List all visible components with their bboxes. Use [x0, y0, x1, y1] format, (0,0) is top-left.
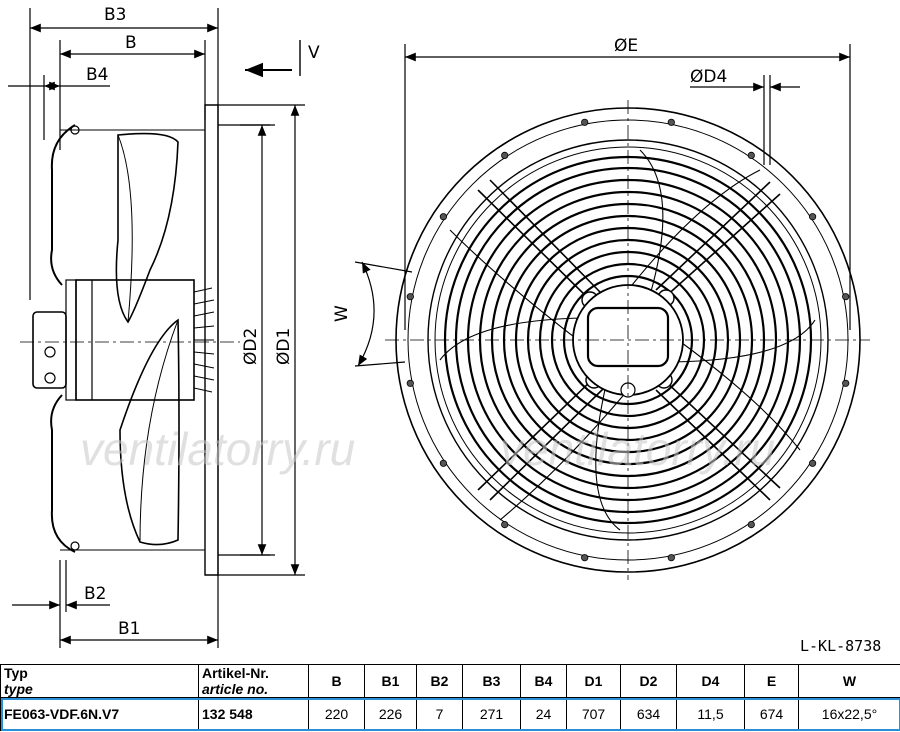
dim-d1-label: ØD1 — [274, 328, 294, 365]
cell-w: 16x22,5° — [798, 697, 900, 731]
cell-article: 132 548 — [198, 697, 309, 731]
dim-b2-label: B2 — [84, 584, 106, 604]
header-b: B — [308, 664, 365, 698]
cell-d1: 707 — [566, 697, 621, 731]
dim-b3-label: B3 — [104, 5, 126, 25]
mounting-hole — [747, 520, 755, 529]
header-article: Artikel-Nr. article no. — [198, 664, 309, 698]
cell-b: 220 — [308, 697, 365, 731]
dim-b1-label: B1 — [118, 619, 140, 639]
mounting-holes — [406, 118, 850, 562]
mounting-hole — [667, 118, 675, 126]
mounting-hole — [808, 213, 817, 221]
angle-w-label: W — [332, 305, 352, 322]
header-b2: B2 — [416, 664, 463, 698]
dim-e-label: ØE — [614, 36, 638, 56]
mounting-hole — [842, 379, 850, 387]
cell-b3: 271 — [462, 697, 521, 731]
view-v-label: V — [308, 43, 320, 63]
watermark-right: ventilatorry.ru — [500, 423, 775, 475]
cell-d4: 11,5 — [676, 697, 745, 731]
mounting-hole — [581, 118, 589, 126]
mounting-hole — [842, 293, 850, 301]
table-row[interactable]: FE063-VDF.6N.V7 132 548 220 226 7 271 24… — [0, 697, 900, 731]
header-e: E — [744, 664, 799, 698]
mounting-hole — [808, 459, 817, 467]
header-d4: D4 — [676, 664, 745, 698]
cell-typ: FE063-VDF.6N.V7 — [0, 697, 199, 731]
mounting-hole — [439, 459, 447, 467]
mounting-hole — [501, 151, 509, 159]
side-view — [8, 8, 305, 648]
header-w: W — [798, 664, 900, 698]
cell-b4: 24 — [520, 697, 567, 731]
header-b3: B3 — [462, 664, 521, 698]
front-view — [354, 44, 870, 580]
table-header-row: Typ type Artikel-Nr. article no. B B1 B2… — [0, 664, 900, 698]
mounting-hole — [501, 520, 509, 529]
mounting-hole — [667, 554, 675, 562]
dim-b-label: B — [125, 33, 137, 53]
mounting-hole — [747, 151, 755, 159]
header-typ: Typ type — [0, 664, 199, 698]
fan-technical-drawing: B3 B B4 B2 B1 V ØD2 ØD1 — [8, 5, 881, 655]
header-b1: B1 — [364, 664, 417, 698]
mounting-hole — [439, 213, 447, 221]
mounting-hole — [406, 379, 414, 387]
specification-table: Typ type Artikel-Nr. article no. B B1 B2… — [0, 664, 900, 731]
header-b4: B4 — [520, 664, 567, 698]
mounting-hole — [406, 293, 414, 301]
mounting-hole — [581, 554, 589, 562]
dim-d4-label: ØD4 — [690, 67, 727, 87]
cell-d2: 634 — [620, 697, 677, 731]
cell-b2: 7 — [416, 697, 463, 731]
dim-b4-label: B4 — [86, 65, 108, 85]
cell-e: 674 — [744, 697, 799, 731]
watermark-left: ventilatorry.ru — [80, 423, 355, 475]
header-d2: D2 — [620, 664, 677, 698]
drawing-code: L-KL-8738 — [800, 637, 881, 655]
dim-d2-label: ØD2 — [241, 328, 261, 365]
cell-b1: 226 — [364, 697, 417, 731]
header-d1: D1 — [566, 664, 621, 698]
